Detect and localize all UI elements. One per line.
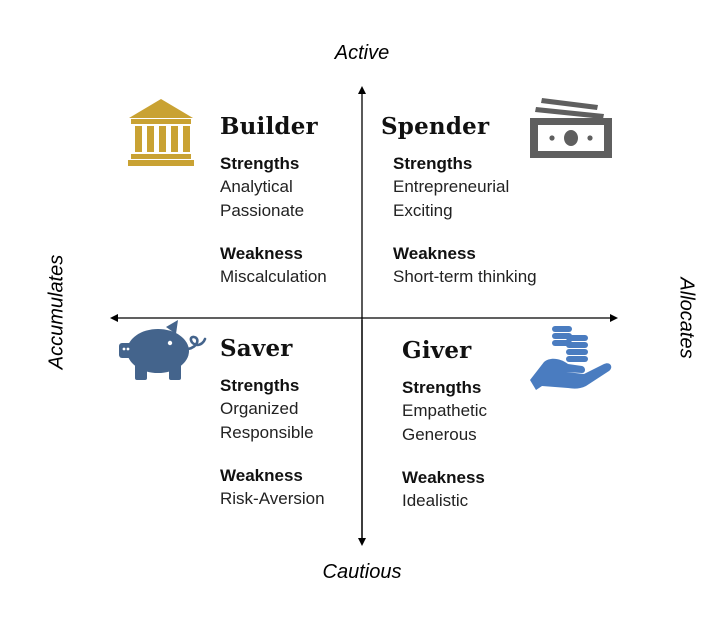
- axis-label-accumulates: Accumulates: [45, 254, 68, 370]
- quadrant-title: Builder: [220, 113, 318, 140]
- strengths-label: Strengths: [220, 376, 300, 395]
- strengths-label: Strengths: [402, 378, 482, 397]
- axis-label-active: Active: [334, 42, 390, 64]
- hand-coins-icon: [530, 326, 612, 390]
- weakness-item: Risk-Aversion: [220, 489, 325, 508]
- strengths-label: Strengths: [220, 154, 300, 173]
- strength-item: Passionate: [220, 201, 305, 220]
- quadrant-title: Saver: [220, 335, 293, 362]
- quadrant-title: Spender: [381, 113, 490, 140]
- quadrant-title: Giver: [402, 337, 472, 364]
- strength-item: Empathetic: [402, 401, 488, 420]
- weakness-item: Short-term thinking: [393, 267, 537, 286]
- weakness-item: Idealistic: [402, 491, 469, 510]
- strength-item: Organized: [220, 399, 299, 418]
- strength-item: Analytical: [220, 177, 293, 196]
- strength-item: Entrepreneurial: [393, 177, 510, 196]
- strength-item: Generous: [402, 425, 477, 444]
- bank-building-icon: [128, 99, 194, 166]
- quadrant-giver: Giver Strengths Empathetic Generous Weak…: [402, 337, 602, 513]
- quadrant-saver: Saver Strengths Organized Responsible We…: [220, 335, 420, 511]
- quadrant-builder: Builder Strengths Analytical Passionate …: [220, 113, 420, 289]
- piggy-bank-icon: [119, 320, 207, 380]
- strengths-label: Strengths: [393, 154, 473, 173]
- axis-label-allocates: Allocates: [675, 277, 698, 359]
- weakness-label: Weakness: [393, 244, 476, 263]
- weakness-label: Weakness: [220, 244, 303, 263]
- axis-label-cautious: Cautious: [322, 561, 402, 583]
- strength-item: Responsible: [220, 423, 314, 442]
- strength-item: Exciting: [393, 201, 453, 220]
- weakness-label: Weakness: [402, 468, 485, 487]
- cash-bills-icon: [530, 98, 612, 158]
- weakness-item: Miscalculation: [220, 267, 327, 286]
- weakness-label: Weakness: [220, 466, 303, 485]
- quadrant-spender: Spender Strengths Entrepreneurial Exciti…: [381, 113, 581, 289]
